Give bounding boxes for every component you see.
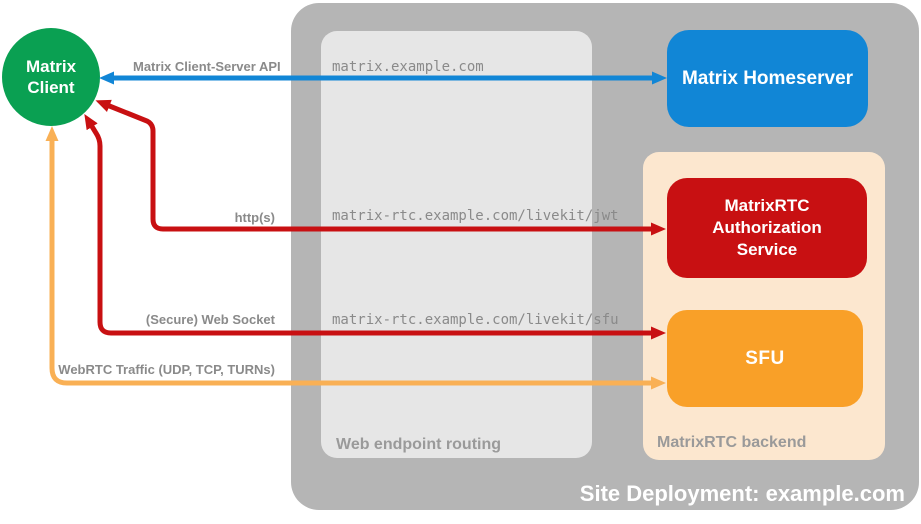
livekit-sfu-endpoint-text: matrix-rtc.example.com/livekit/sfu [332,312,619,328]
web-endpoint-routing-label: Web endpoint routing [336,436,502,453]
matrixrtc-backend-label: MatrixRTC backend [657,434,807,451]
websocket-edge-label: (Secure) Web Socket [145,312,275,327]
matrix-client-node: Matrix Client [2,28,100,126]
livekit-jwt-endpoint-text: matrix-rtc.example.com/livekit/jwt [332,208,619,224]
matrixrtc-authorization-service-node: MatrixRTC Authorization Service [667,178,867,278]
client-server-api-edge-label: Matrix Client-Server API [133,59,281,74]
sfu-label: SFU [745,347,785,369]
web-endpoint-routing-container [321,31,592,458]
site-deployment-title: Site Deployment: example.com [579,481,905,506]
https-edge-label: http(s) [234,210,275,225]
matrixrtc-authorization-service-label: MatrixRTC Authorization Service [712,195,822,260]
matrix-endpoint-text: matrix.example.com [332,59,484,75]
webrtc-traffic-edge-label: WebRTC Traffic (UDP, TCP, TURNs) [58,362,275,377]
matrix-homeserver-label: Matrix Homeserver [681,67,854,89]
matrix-homeserver-node: Matrix Homeserver [667,30,868,127]
matrix-client-label: Matrix Client [25,56,77,97]
sfu-node: SFU [667,310,863,407]
